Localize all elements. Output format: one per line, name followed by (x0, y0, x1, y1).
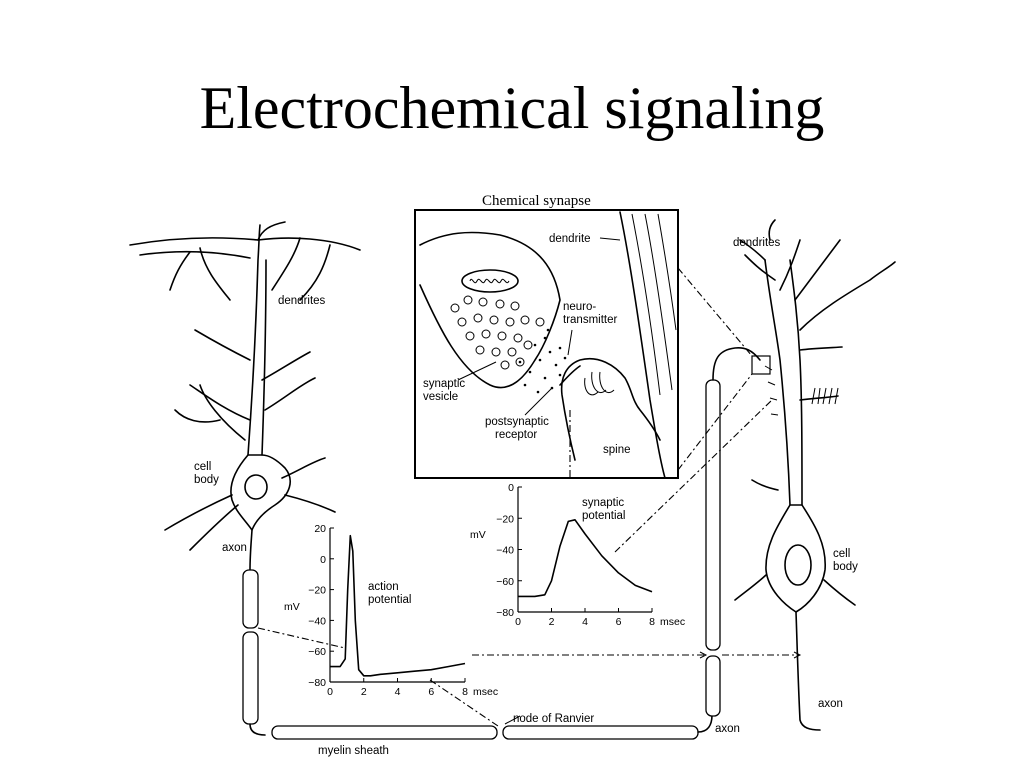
postsynaptic-receptor-label-1: postsynaptic (485, 416, 549, 428)
postsynaptic-receptor-label-2: receptor (495, 429, 537, 441)
left-dendrites-label: dendrites (278, 295, 326, 307)
y-axis-label: mV (470, 529, 486, 541)
y-tick-label: −20 (308, 585, 326, 597)
myelin-sheath-label: myelin sheath (318, 745, 389, 757)
x-tick-label: 4 (395, 686, 401, 698)
x-tick-label: 8 (649, 616, 655, 628)
y-tick-label: −80 (496, 607, 514, 619)
neurotransmitter-dots (518, 328, 567, 394)
y-tick-label: −40 (496, 545, 514, 557)
pointer-lines (257, 399, 802, 727)
right-cell-body-label-2: body (833, 561, 858, 573)
y-tick-label: 0 (508, 482, 514, 494)
right-axon-label: axon (818, 698, 843, 710)
left-axon-label: axon (222, 542, 247, 554)
series-line (330, 534, 466, 677)
y-tick-label: −20 (496, 513, 514, 525)
y-tick-label: −60 (308, 646, 326, 658)
neurotransmitter-label-1: neuro- (563, 301, 596, 313)
series-annotation: potential (582, 510, 625, 522)
x-tick-label: 0 (515, 616, 521, 628)
synaptic-vesicle-label-1: synaptic (423, 378, 465, 390)
node-of-ranvier-label: node of Ranvier (513, 713, 594, 725)
x-tick-label: 6 (428, 686, 434, 698)
y-tick-label: −60 (496, 576, 514, 588)
y-tick-label: −80 (308, 677, 326, 689)
right-cell-body-label-1: cell (833, 548, 850, 560)
y-axis-label: mV (284, 601, 300, 613)
synaptic-vesicles (450, 295, 545, 370)
synaptic-vesicle-label-2: vesicle (423, 391, 458, 403)
series-annotation: action (368, 581, 399, 593)
bottom-axon (271, 714, 713, 740)
series-line (518, 519, 653, 598)
series-annotation: potential (368, 594, 411, 606)
x-tick-label: 2 (361, 686, 367, 698)
x-tick-label: 8 (462, 686, 468, 698)
dendrite-label: dendrite (549, 233, 591, 245)
x-tick-label: 2 (549, 616, 555, 628)
y-tick-label: −40 (308, 615, 326, 627)
y-tick-label: 20 (314, 523, 326, 535)
left-cell-body-label-2: body (194, 474, 219, 486)
x-tick-label: 4 (582, 616, 588, 628)
synapse-title: Chemical synapse (482, 193, 591, 209)
synapse-box: Chemical synapse dendrite neuro- transmi… (414, 193, 679, 479)
slide-title: Electrochemical signaling (199, 75, 825, 141)
x-unit-label: msec (473, 686, 498, 698)
bottom-axon-label: axon (715, 723, 740, 735)
series-annotation: synaptic (582, 497, 624, 509)
left-axon (242, 569, 266, 736)
spine-label: spine (603, 444, 631, 456)
x-tick-label: 6 (616, 616, 622, 628)
x-unit-label: msec (660, 616, 685, 628)
left-neuron (129, 221, 361, 571)
right-axon (705, 347, 761, 717)
right-dendrites-label: dendrites (733, 237, 781, 249)
neurotransmitter-label-2: transmitter (563, 314, 617, 326)
zoom-indicator (677, 267, 771, 471)
x-tick-label: 0 (327, 686, 333, 698)
left-cell-body-label-1: cell (194, 461, 211, 473)
right-neuron (734, 219, 896, 731)
y-tick-label: 0 (320, 554, 326, 566)
